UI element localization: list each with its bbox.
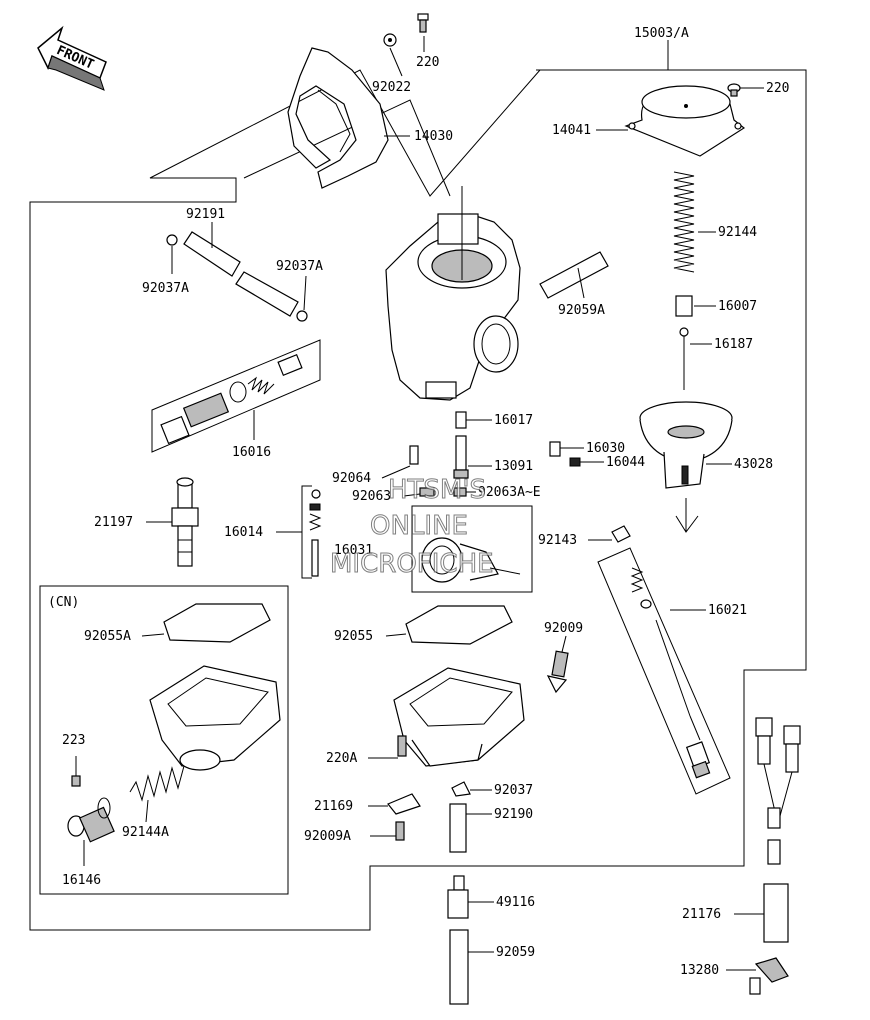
label-220A: 220A	[326, 751, 357, 766]
clip-92037A-right	[296, 310, 308, 322]
screw-92009A	[395, 821, 405, 841]
label-92190: 92190	[494, 807, 533, 822]
label-16044: 16044	[606, 455, 645, 470]
screw-92143	[611, 525, 631, 543]
label-21169: 21169	[314, 799, 353, 814]
label-16030: 16030	[586, 441, 625, 456]
label-92143: 92143	[538, 533, 577, 548]
throttle-cable-clamp	[287, 47, 389, 189]
label-14030: 14030	[414, 129, 453, 144]
vacuum-diaphragm-43028	[639, 401, 733, 489]
label-92063: 92063	[352, 489, 391, 504]
label-92009: 92009	[544, 621, 583, 636]
label-49116: 49116	[496, 895, 535, 910]
cn-box	[39, 585, 289, 895]
fitting-21197	[171, 477, 199, 567]
float-bowl-cn	[149, 665, 281, 771]
watermark: HTSM'S ONLINE MICROFICHE	[330, 475, 495, 580]
label-92144: 92144	[718, 225, 757, 240]
screw-220-cap	[727, 83, 741, 97]
label-16016: 16016	[232, 445, 271, 460]
spring-92144A	[129, 765, 185, 802]
svg-text:ONLINE: ONLINE	[370, 511, 468, 541]
jet-needle-16187	[679, 327, 689, 390]
label-16187: 16187	[714, 337, 753, 352]
screw-223	[71, 775, 81, 787]
spring-92144	[673, 171, 695, 273]
label-92059A: 92059A	[558, 303, 605, 318]
svg-text:MICROFICHE: MICROFICHE	[330, 549, 494, 579]
clip-92037A-left	[166, 234, 178, 246]
throttle-valve	[421, 537, 521, 583]
pilot-jet-92063	[419, 487, 435, 497]
hose-92191	[183, 231, 299, 317]
label-16007: 16007	[718, 299, 757, 314]
label-220-cap: 220	[766, 81, 789, 96]
drain-plug-16146	[67, 797, 115, 843]
label-220-top: 220	[416, 55, 439, 70]
label-13280: 13280	[680, 963, 719, 978]
label-92037: 92037	[494, 783, 533, 798]
label-16146: 16146	[62, 873, 101, 888]
svg-text:HTSM'S: HTSM'S	[388, 475, 486, 505]
main-jet-13091	[453, 435, 469, 479]
pin-16030	[549, 441, 561, 457]
screw-92009	[546, 650, 569, 694]
hose-92059A	[539, 251, 609, 299]
label-92059: 92059	[496, 945, 535, 960]
carburetor-body	[385, 213, 521, 401]
wire-harness-21176	[755, 717, 801, 943]
front-arrow-icon: FRONT	[37, 25, 107, 91]
clip-16044	[569, 457, 581, 467]
label-14041: 14041	[552, 123, 591, 138]
label-16017: 16017	[494, 413, 533, 428]
label-21197: 21197	[94, 515, 133, 530]
label-15003A: 15003/A	[634, 26, 689, 41]
label-92191: 92191	[186, 207, 225, 222]
label-92144A: 92144A	[122, 825, 169, 840]
label-223: 223	[62, 733, 85, 748]
screw-220-top	[417, 13, 429, 33]
label-13091: 13091	[494, 459, 533, 474]
label-92009A: 92009A	[304, 829, 351, 844]
label-16021: 16021	[708, 603, 747, 618]
screw-220A	[397, 735, 407, 757]
label-92064: 92064	[332, 471, 371, 486]
label-92037A-left: 92037A	[142, 281, 189, 296]
label-92037A-right: 92037A	[276, 259, 323, 274]
throttle-stop-16021	[630, 567, 711, 779]
hose-92059	[449, 929, 469, 1005]
cap-13280	[749, 957, 789, 995]
plate-21169	[387, 793, 421, 815]
fitting-49116	[447, 875, 469, 919]
hose-92190	[449, 803, 467, 853]
label-92063AE: 92063A~E	[478, 485, 541, 500]
gasket-92055	[405, 605, 513, 645]
label-43028: 43028	[734, 457, 773, 472]
needle-retainer-16007	[675, 295, 693, 317]
label-16014: 16014	[224, 525, 263, 540]
float-valve-16014	[308, 489, 322, 577]
label-92022: 92022	[372, 80, 411, 95]
gasket-92055A	[163, 603, 271, 643]
label-92055: 92055	[334, 629, 373, 644]
pilot-screw-92064	[409, 445, 419, 465]
float-bowl	[393, 667, 525, 767]
label-16031: 16031	[334, 543, 373, 558]
cn-label: (CN)	[48, 595, 79, 610]
label-92055A: 92055A	[84, 629, 131, 644]
needle-jet-16017	[455, 411, 467, 429]
label-21176: 21176	[682, 907, 721, 922]
clip-92037	[451, 781, 471, 797]
carburetor-top-cap	[624, 85, 746, 157]
starter-plunger-16016	[160, 353, 303, 445]
